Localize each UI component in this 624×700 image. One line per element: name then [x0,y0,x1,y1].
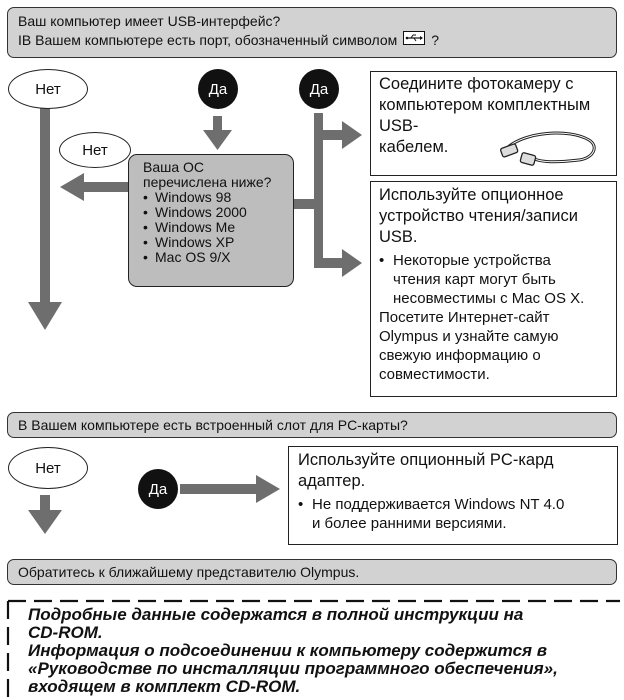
pc-card-question: В Вашем компьютере есть встроенный слот … [18,417,408,433]
os-list-item: Windows Me [143,220,287,236]
footer-line3: Информация о подсоединении к компьютеру … [28,641,548,660]
os-list-box: Ваша ОС перечислена ниже? Windows 98 Win… [128,154,294,287]
arrow-no-pc-card-down [28,495,62,534]
pc-card-adapter-line2: адаптер. [298,472,366,490]
usb-question-suffix: ? [431,32,440,48]
usb-reader-line3: USB. [379,228,418,246]
usb-reader-bullet-line1: Некоторые устройства [393,252,551,269]
usb-reader-bullet: • Некоторые устройства чтения карт могут… [379,251,608,308]
answer-yes-pc-card-label: Да [148,480,168,498]
usb-reader-text-line4: совместимости. [379,366,490,383]
usb-reader-bullet-line3: несовместимы с Mac OS X. [393,290,585,307]
arrow-pc-card-yes-right [180,475,280,503]
connect-usb-line2: компьютером комплектным [379,96,591,114]
answer-yes-usb-label: Да [208,80,228,98]
usb-reader-line1: Используйте опционное [379,186,564,204]
usb-reader-text-line2: Olympus и узнайте самую [379,328,559,345]
footer-line1: Подробные данные содержатся в полной инс… [28,605,524,624]
footer-dashed-frame [6,599,620,700]
usb-reader-text-line3: свежую информацию о [379,347,541,364]
answer-no-os: Нет [59,132,131,168]
pc-card-adapter-bullet: • Не поддерживается Windows NT 4.0 и бол… [298,495,608,533]
os-list: Windows 98 Windows 2000 Windows Me Windo… [143,190,287,266]
os-list-heading-line2: перечислена ниже? [143,174,272,190]
pc-card-adapter-box: Используйте опционный PC-кард адаптер. •… [288,446,618,545]
footer-line5: входящем в комплект CD-ROM. [28,677,301,696]
connect-usb-line4: кабелем. [379,138,449,156]
usb-reader-box: Используйте опционное устройство чтения/… [370,181,617,397]
usb-symbol-icon [403,31,426,50]
contact-olympus-text: Обратитесь к ближайшему представителю Ol… [18,564,360,580]
pc-card-adapter-bullet-line2: и более ранними версиями. [312,515,507,532]
os-list-item: Windows XP [143,235,287,251]
arrow-os-no-left [60,173,128,201]
pc-card-adapter-bullet-line1: Не поддерживается Windows NT 4.0 [312,496,565,513]
os-list-item: Windows 98 [143,190,287,206]
pc-card-question-bar: В Вашем компьютере есть встроенный слот … [7,412,617,438]
answer-no-pc-card-label: Нет [35,459,61,477]
answer-no-os-label: Нет [82,141,108,159]
answer-no-usb: Нет [8,69,88,109]
answer-yes-os-label: Да [309,80,329,98]
connect-usb-box: Соедините фотокамеру с компьютером компл… [370,71,617,176]
usb-reader-bullet-line2: чтения карт могут быть [393,271,556,288]
answer-yes-pc-card: Да [138,469,178,509]
usb-cable-icon [499,118,609,180]
usb-question-bar: Ваш компьютер имеет USB-интерфейс? IВ Ва… [7,7,617,58]
os-list-heading-line1: Ваша ОС [143,159,205,175]
footer-line2: CD-ROM. [28,623,103,642]
os-list-item: Mac OS 9/X [143,250,287,266]
connect-usb-line1: Соедините фотокамеру с [379,75,574,93]
footer-note: Подробные данные содержатся в полной инс… [28,606,620,696]
answer-yes-usb: Да [198,69,238,109]
usb-question-line2: IВ Вашем компьютере есть порт, обозначен… [18,32,398,48]
connect-usb-line3: USB- [379,117,419,135]
footer-line4: «Руководстве по инсталляции программного… [28,659,558,678]
answer-no-usb-label: Нет [35,80,61,98]
pc-card-adapter-line1: Используйте опционный PC-кард [298,451,554,469]
arrow-yes-fork [314,113,362,277]
usb-reader-line2: устройство чтения/записи [379,207,578,225]
arrow-no-usb-down [28,92,62,330]
usb-question-line1: Ваш компьютер имеет USB-интерфейс? [18,13,281,29]
arrow-yes-to-os [203,116,232,150]
os-list-item: Windows 2000 [143,205,287,221]
arrow-os-to-fork [292,199,316,209]
contact-olympus-bar: Обратитесь к ближайшему представителю Ol… [7,559,617,585]
answer-yes-os: Да [299,69,339,109]
usb-reader-text-line1: Посетите Интернет-сайт [379,309,550,326]
answer-no-pc-card: Нет [8,447,88,489]
